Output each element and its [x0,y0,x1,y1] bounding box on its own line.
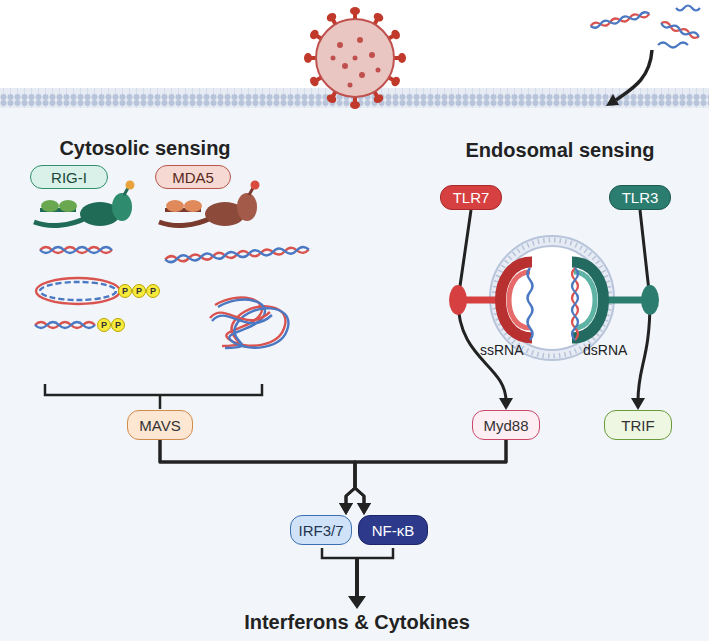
connector-line [355,440,506,506]
adaptor-box: Myd88 [472,410,540,440]
output-arrow [322,548,393,609]
node-text: MAVS [139,417,180,434]
phosphate-circle: P [132,284,146,298]
arrow-head [339,503,353,515]
sensor-box: RIG-I [30,165,108,189]
adaptor-box: MAVS [127,410,193,440]
connector-line [346,440,506,506]
node-text: TLR7 [453,189,490,206]
tlr7-receptor [449,262,533,340]
bracket [45,384,262,409]
arrow-head [631,398,645,410]
arrow-head [357,503,371,515]
node-text: P [122,286,128,296]
signal-connector [160,440,371,515]
edge-label: ssRNA [480,342,524,358]
phosphate-circle: P [97,318,111,332]
node-text: IRF3/7 [298,522,343,539]
receptor-box: TLR3 [609,185,671,210]
node-text: P [136,286,142,296]
cytosolic-rna [35,246,309,348]
phosphate-circle: P [146,284,160,298]
node-text: TRIF [621,417,654,434]
adaptor-box: TRIF [604,410,672,440]
tlr3-receptor [572,262,659,340]
transcription-factor-box: NF-κB [358,515,428,545]
node-text: NF-κB [372,522,415,539]
phosphate-circle: P [111,318,125,332]
output-label: Interferons & Cytokines [207,611,507,634]
transcription-factor-box: IRF3/7 [290,515,352,545]
sensor-box: MDA5 [155,165,231,189]
arrow-head [357,503,371,515]
signal-connector [339,440,506,515]
connector-line [160,440,355,506]
receptor-box: TLR7 [440,185,502,210]
signal-connector [160,440,355,515]
cytoplasm [0,98,709,641]
edge-label: dsRNA [583,342,627,358]
connector-line [160,440,364,506]
node-text: MDA5 [172,169,214,186]
node-text: Myd88 [483,417,528,434]
arrow-head [499,398,513,410]
section-heading: Cytosolic sensing [20,137,270,160]
node-text: P [150,286,156,296]
endosome [490,236,614,360]
node-text: TLR3 [622,189,659,206]
node-text: P [101,320,107,330]
extracellular-rna [590,6,700,48]
phosphate-circle: P [118,284,132,298]
virus [304,7,406,109]
section-heading: Endosomal sensing [440,139,680,162]
node-text: RIG-I [51,169,87,186]
signal-connector [355,440,506,515]
node-text: P [115,320,121,330]
arrow-head [339,503,353,515]
entry-arrow [606,50,652,106]
